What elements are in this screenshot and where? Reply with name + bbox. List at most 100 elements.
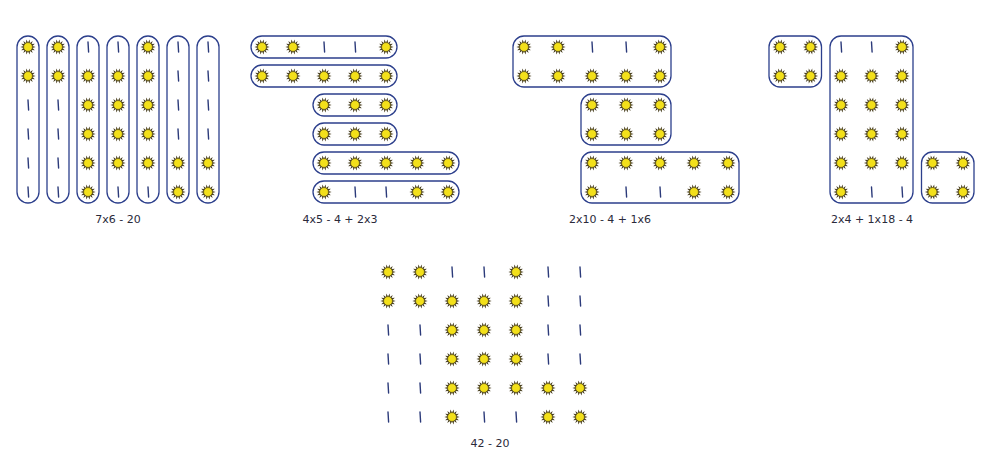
star-rays xyxy=(316,69,331,84)
star-rays xyxy=(894,156,909,171)
star-core xyxy=(351,130,360,139)
star-core xyxy=(588,101,597,110)
star-symbol xyxy=(864,69,879,84)
star-core xyxy=(656,159,665,168)
star-rays xyxy=(550,40,565,55)
star-core xyxy=(416,297,425,306)
star-core xyxy=(690,188,699,197)
star-rays xyxy=(347,127,362,142)
star-symbol xyxy=(444,381,459,396)
group-loop xyxy=(167,36,189,203)
star-symbol xyxy=(140,98,155,113)
star-symbol xyxy=(378,156,393,171)
star-rays xyxy=(686,156,701,171)
star-symbol xyxy=(170,185,185,200)
star-rays xyxy=(508,323,523,338)
star-core xyxy=(622,159,631,168)
star-core xyxy=(622,130,631,139)
star-rays xyxy=(584,98,599,113)
tally-mark xyxy=(27,158,29,168)
star-core xyxy=(588,72,597,81)
star-symbol xyxy=(80,127,95,142)
star-rays xyxy=(20,69,35,84)
star-symbol xyxy=(476,381,491,396)
star-rays xyxy=(200,156,215,171)
tally-mark xyxy=(547,354,549,364)
star-core xyxy=(806,72,815,81)
equation-caption: 2x4 + 1x18 - 4 xyxy=(831,213,913,226)
star-rays xyxy=(955,156,970,171)
star-symbol xyxy=(412,265,427,280)
star-symbol xyxy=(476,323,491,338)
star-rays xyxy=(440,156,455,171)
star-symbol xyxy=(200,156,215,171)
star-core xyxy=(837,130,846,139)
star-grid xyxy=(769,36,974,203)
star-core xyxy=(554,43,563,52)
star-rays xyxy=(864,127,879,142)
star-symbol xyxy=(316,127,331,142)
group-loop xyxy=(47,36,69,203)
star-core xyxy=(382,159,391,168)
star-rays xyxy=(476,381,491,396)
star-core xyxy=(588,188,597,197)
tally-mark xyxy=(419,354,421,364)
star-core xyxy=(320,101,329,110)
star-symbol xyxy=(652,69,667,84)
star-rays xyxy=(803,40,818,55)
star-core xyxy=(724,188,733,197)
tally-mark xyxy=(387,383,389,393)
star-core xyxy=(204,188,213,197)
star-core xyxy=(588,130,597,139)
star-rays xyxy=(508,265,523,280)
star-symbol xyxy=(444,294,459,309)
star-core xyxy=(837,159,846,168)
star-rays xyxy=(347,98,362,113)
star-rays xyxy=(316,98,331,113)
tally-mark xyxy=(207,100,209,110)
tally-mark xyxy=(27,129,29,139)
star-core xyxy=(382,130,391,139)
star-rays xyxy=(618,127,633,142)
tally-mark xyxy=(207,129,209,139)
tally-mark xyxy=(579,325,581,335)
star-symbol xyxy=(444,410,459,425)
star-symbol xyxy=(720,185,735,200)
star-rays xyxy=(686,185,701,200)
star-rays xyxy=(833,69,848,84)
star-rays xyxy=(476,294,491,309)
star-symbol xyxy=(550,69,565,84)
tally-mark xyxy=(117,187,119,197)
star-rays xyxy=(476,323,491,338)
star-symbol xyxy=(316,98,331,113)
star-rays xyxy=(894,69,909,84)
star-core xyxy=(656,101,665,110)
star-core xyxy=(289,43,298,52)
star-symbol xyxy=(508,323,523,338)
star-rays xyxy=(170,156,185,171)
star-rays xyxy=(444,410,459,425)
star-core xyxy=(114,130,123,139)
star-symbol xyxy=(140,40,155,55)
star-core xyxy=(520,43,529,52)
tally-mark xyxy=(840,42,842,52)
star-rays xyxy=(516,40,531,55)
star-rays xyxy=(894,127,909,142)
star-core xyxy=(512,326,521,335)
group-loop xyxy=(922,152,975,203)
star-rays xyxy=(140,156,155,171)
star-symbol xyxy=(80,156,95,171)
star-rays xyxy=(925,185,940,200)
group-loop xyxy=(313,181,459,203)
star-rays xyxy=(476,352,491,367)
star-symbol xyxy=(894,127,909,142)
star-core xyxy=(512,268,521,277)
star-rays xyxy=(572,410,587,425)
star-symbol xyxy=(316,69,331,84)
star-symbol xyxy=(378,98,393,113)
star-core xyxy=(320,188,329,197)
star-symbol xyxy=(444,323,459,338)
star-rays xyxy=(110,127,125,142)
tally-mark xyxy=(147,187,149,197)
star-core xyxy=(54,43,63,52)
